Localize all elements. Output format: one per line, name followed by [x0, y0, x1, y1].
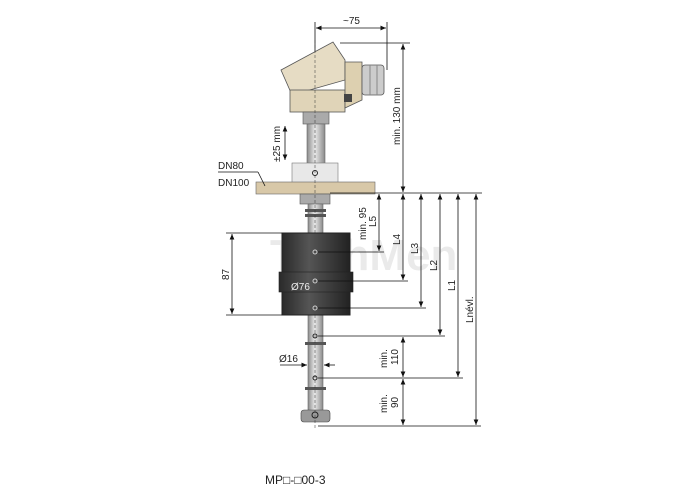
min110-label-line2: 110: [390, 349, 401, 365]
end-nut: [300, 409, 331, 423]
level-l2-label: L2: [429, 259, 440, 271]
level-l1-label: L1: [447, 279, 458, 291]
float-height-label: 87: [221, 268, 232, 280]
level-dimensions: min. 95 L5 L4 L3 L2 L1 Lnévl. min. 110 m…: [312, 192, 482, 427]
flange-label-dn100: DN100: [218, 178, 250, 189]
level-lnevl-label: Lnévl.: [465, 296, 476, 323]
model-caption: MP□-□00-3: [265, 473, 326, 487]
level-l5-label: L5: [368, 215, 379, 227]
flange: [255, 181, 376, 195]
float-diameter-label: Ø76: [291, 282, 310, 293]
min95-label: min. 95: [358, 207, 369, 240]
head-height-label: min. 130 mm: [392, 87, 403, 145]
cable-gland: [361, 64, 385, 96]
width-label: ~75: [343, 16, 360, 27]
min110-label-line1: min.: [379, 349, 390, 368]
min90-label-line1: min.: [379, 394, 390, 413]
adjust-label: ±25 mm: [272, 126, 283, 162]
stem-diameter-label: Ø16: [279, 354, 298, 365]
min90-label-line2: 90: [390, 396, 401, 408]
terminal-head: [280, 41, 385, 113]
flange-label-dn80: DN80: [218, 161, 244, 172]
head-height-dimension: min. 130 mm: [340, 42, 410, 192]
level-l3-label: L3: [410, 242, 421, 254]
level-l4-label: L4: [392, 233, 403, 245]
